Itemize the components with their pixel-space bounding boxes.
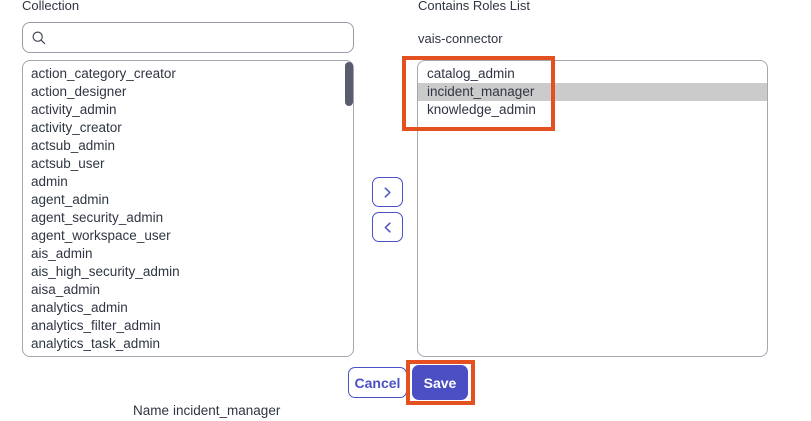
collection-list-item[interactable]: ais_admin	[31, 246, 93, 261]
collection-list-item[interactable]: agent_workspace_user	[31, 228, 171, 243]
collection-list[interactable]: action_category_creator action_designer …	[22, 60, 354, 357]
save-button[interactable]: Save	[412, 365, 468, 400]
collection-list-item[interactable]: activity_creator	[31, 120, 122, 135]
search-input[interactable]	[53, 30, 345, 45]
collection-heading: Collection	[22, 0, 80, 13]
name-label: Name	[133, 403, 170, 418]
collection-list-item[interactable]: activity_admin	[31, 102, 117, 117]
search-box[interactable]	[22, 22, 354, 53]
collection-list-item[interactable]: action_category_creator	[31, 66, 176, 81]
collection-list-item[interactable]: agent_security_admin	[31, 210, 164, 225]
name-value: incident_manager	[173, 403, 281, 418]
roles-list-item[interactable]: knowledge_admin	[427, 102, 536, 117]
collection-list-item[interactable]: admin	[31, 174, 68, 189]
transfer-add-button[interactable]	[372, 177, 403, 207]
collection-list-item[interactable]: analytics_viewer	[31, 353, 339, 356]
collection-list-item[interactable]: aisa_admin	[31, 282, 101, 297]
collection-list-item[interactable]: ais_high_security_admin	[31, 264, 180, 279]
collection-list-item[interactable]: analytics_admin	[31, 300, 128, 315]
transfer-remove-button[interactable]	[372, 212, 403, 242]
scrollbar-thumb[interactable]	[345, 62, 353, 106]
roles-list-item[interactable]: incident_manager	[418, 83, 767, 101]
group-name-label: vais-connector	[418, 31, 503, 46]
contains-roles-list[interactable]: catalog_admin incident_manager knowledge…	[417, 60, 768, 357]
collection-list-item[interactable]: agent_admin	[31, 192, 110, 207]
collection-list-item[interactable]: analytics_task_admin	[31, 336, 161, 351]
cancel-button[interactable]: Cancel	[348, 367, 407, 398]
search-icon	[32, 30, 46, 44]
collection-list-item[interactable]: actsub_user	[31, 156, 105, 171]
chevron-right-icon	[384, 186, 391, 198]
collection-list-item[interactable]: actsub_admin	[31, 138, 116, 153]
contains-roles-heading: Contains Roles List	[418, 0, 530, 13]
chevron-left-icon	[384, 221, 391, 233]
roles-list-item[interactable]: catalog_admin	[427, 66, 515, 81]
collection-list-item[interactable]: analytics_filter_admin	[31, 318, 161, 333]
collection-list-item[interactable]: action_designer	[31, 84, 127, 99]
